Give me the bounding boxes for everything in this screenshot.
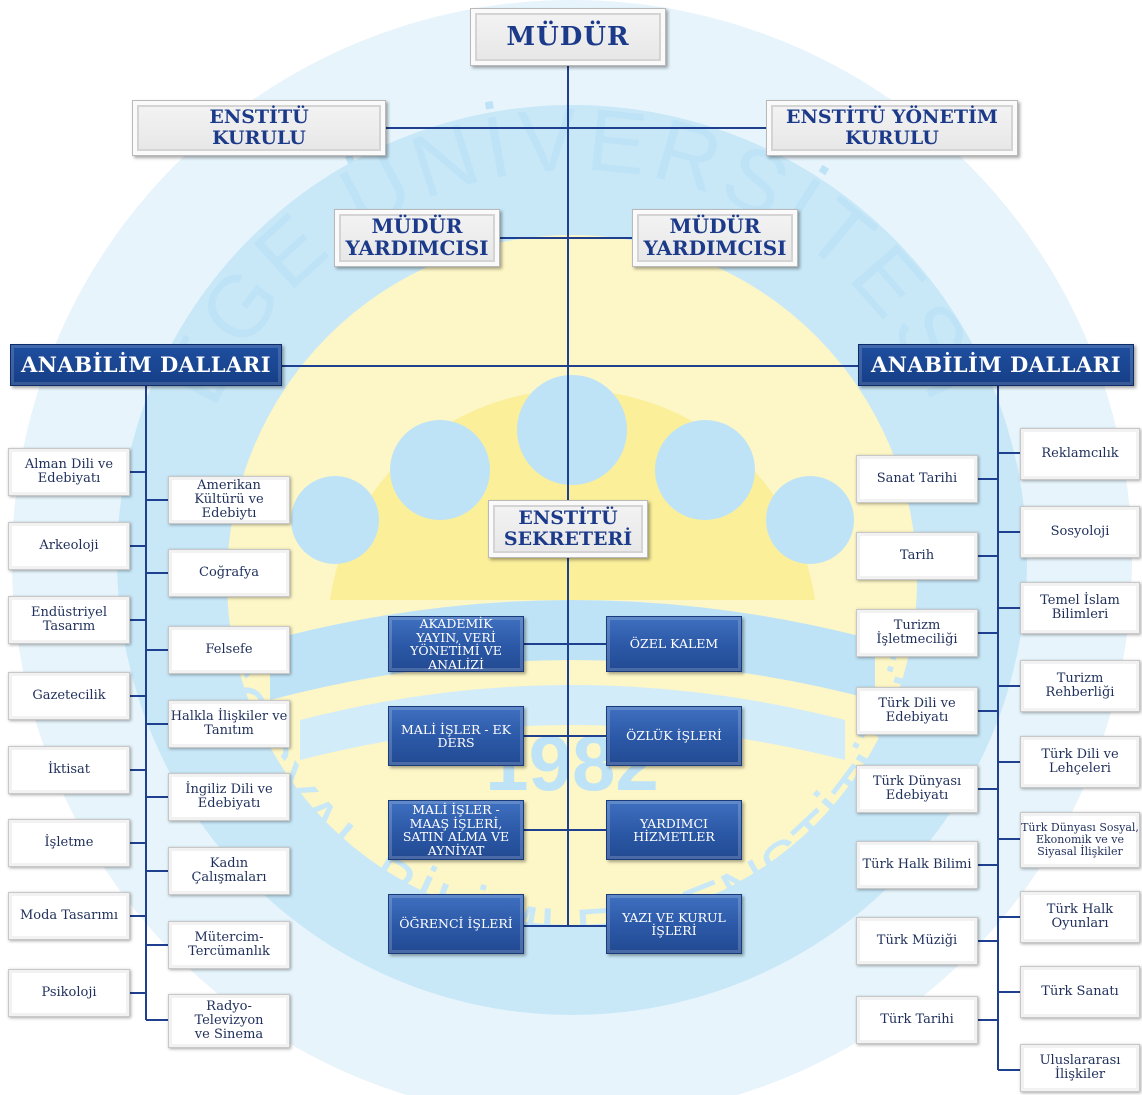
dept-cografya: Coğrafya: [168, 549, 290, 597]
dept-reklamcilik: Reklamcılık: [1020, 428, 1140, 480]
unit-yazi-kurul-isleri: YAZI VE KURUL İŞLERİ: [606, 894, 742, 954]
dept-iktisat: İktisat: [8, 746, 130, 794]
unit-ozluk-isleri: ÖZLÜK İŞLERİ: [606, 706, 742, 766]
dept-uluslararasi-iliskiler: Uluslararası İlişkiler: [1020, 1044, 1140, 1092]
dept-turk-dunyasi-edebiyati: Türk Dünyası Edebiyatı: [856, 765, 978, 813]
dept-sanat-tarihi: Sanat Tarihi: [856, 455, 978, 503]
unit-yardimci-hizmetler: YARDIMCI HİZMETLER: [606, 800, 742, 860]
institute-management-board-box: ENSTİTÜ YÖNETİM KURULU: [766, 100, 1018, 156]
dept-turizm-rehberligi: Turizm Rehberliği: [1020, 660, 1140, 712]
dept-gazetecilik: Gazetecilik: [8, 672, 130, 720]
dept-ingiliz-dili: İngiliz Dili ve Edebiyatı: [168, 773, 290, 821]
dept-amerikan-kulturu: Amerikan Kültürü ve Edebiytı: [168, 476, 290, 524]
dept-turk-dili-edebiyati: Türk Dili ve Edebiyatı: [856, 687, 978, 735]
dept-mutercim-tercumanlik: Mütercim-Tercümanlık: [168, 921, 290, 969]
dept-psikoloji: Psikoloji: [8, 969, 130, 1017]
dept-turk-halk-bilimi: Türk Halk Bilimi: [856, 841, 978, 889]
dept-arkeoloji: Arkeoloji: [8, 522, 130, 570]
deputy-director-right-box: MÜDÜR YARDIMCISI: [632, 209, 798, 267]
deputy-director-left-box: MÜDÜR YARDIMCISI: [334, 209, 500, 267]
dept-sosyoloji: Sosyoloji: [1020, 506, 1140, 558]
dept-turk-dunyasi-sosyal: Türk Dünyası Sosyal, Ekonomik ve ve Siya…: [1020, 812, 1140, 868]
dept-kadin-calismalari: Kadın Çalışmaları: [168, 847, 290, 895]
director-box: MÜDÜR: [470, 8, 666, 66]
institute-board-box: ENSTİTÜ KURULU: [132, 100, 386, 156]
dept-isletme: İşletme: [8, 819, 130, 867]
dept-turk-tarihi: Türk Tarihi: [856, 996, 978, 1044]
dept-turk-sanati: Türk Sanatı: [1020, 966, 1140, 1018]
dept-halkla-iliskiler: Halkla İlişkiler ve Tanıtım: [168, 700, 290, 748]
dept-turk-halk-oyunlari: Türk Halk Oyunları: [1020, 891, 1140, 943]
dept-felsefe: Felsefe: [168, 626, 290, 674]
dept-turk-dili-lehceleri: Türk Dili ve Lehçeleri: [1020, 736, 1140, 788]
dept-endustriyel-tasarim: Endüstriyel Tasarım: [8, 596, 130, 644]
dept-temel-islam-bilimleri: Temel İslam Bilimleri: [1020, 582, 1140, 634]
unit-ozel-kalem: ÖZEL KALEM: [606, 616, 742, 672]
unit-ogrenci-isleri: ÖĞRENCİ İŞLERİ: [388, 894, 524, 954]
departments-right-header: ANABİLİM DALLARI: [858, 344, 1134, 386]
dept-tarih: Tarih: [856, 532, 978, 580]
dept-alman-dili: Alman Dili ve Edebiyatı: [8, 448, 130, 496]
dept-turizm-isletmeciligi: Turizm İşletmeciliği: [856, 609, 978, 657]
dept-moda-tasarimi: Moda Tasarımı: [8, 892, 130, 940]
departments-left-header: ANABİLİM DALLARI: [10, 344, 282, 386]
unit-akademik-yayin: AKADEMİK YAYIN, VERİ YÖNETİMİ VE ANALİZİ: [388, 616, 524, 672]
unit-mali-isler-maas: MALİ İŞLER - MAAŞ İŞLERİ, SATIN ALMA VE …: [388, 800, 524, 860]
unit-mali-isler-ek-ders: MALİ İŞLER - EK DERS: [388, 706, 524, 766]
institute-secretary-box: ENSTİTÜ SEKRETERİ: [488, 500, 648, 558]
dept-turk-muzigi: Türk Müziği: [856, 917, 978, 965]
dept-radyo-televizyon: Radyo-Televizyon ve Sinema: [168, 994, 290, 1048]
